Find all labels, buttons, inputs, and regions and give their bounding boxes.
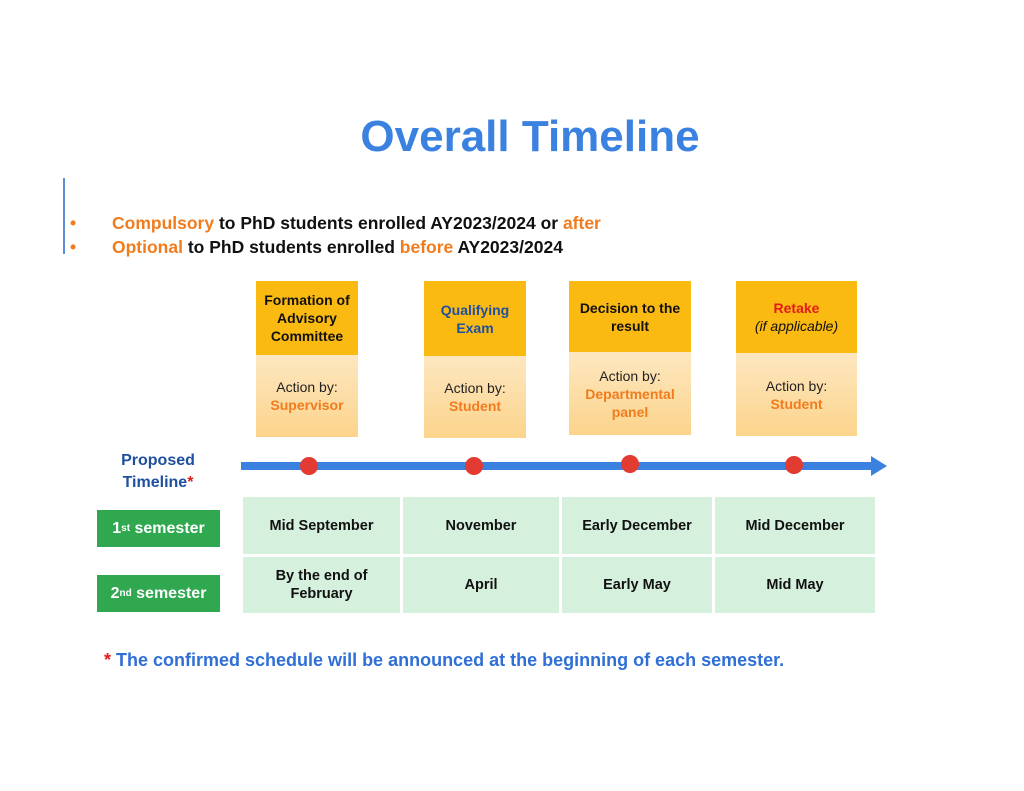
action-label: Action by: <box>276 379 338 395</box>
schedule-cell: Mid December <box>715 497 875 554</box>
actor-name: Student <box>448 398 502 414</box>
page-title: Overall Timeline <box>360 112 700 161</box>
action-label: Action by: <box>765 377 828 394</box>
actor-name: panel <box>611 403 649 420</box>
proposed-line: Timeline* <box>108 472 208 494</box>
timeline-arrow <box>241 455 887 476</box>
step-heading: Formation of Advisory Committee <box>256 281 358 355</box>
semester-suffix: nd <box>119 588 132 599</box>
schedule-cell: Mid September <box>243 497 400 554</box>
bullet-emphasis: after <box>562 212 601 233</box>
step-heading: Qualifying Exam <box>424 281 526 356</box>
milestone-dot <box>465 457 483 475</box>
step-qualifying-exam: Qualifying Exam Action by: Student <box>424 281 526 438</box>
milestone-dot <box>300 457 318 475</box>
proposed-timeline-label: Proposed Timeline* <box>108 450 208 494</box>
step-heading-line: Committee <box>270 328 344 344</box>
step-action: Action by: Student <box>424 356 526 438</box>
step-heading-line: Exam <box>456 319 494 336</box>
accent-bar <box>63 178 65 254</box>
bullet-lead: Optional <box>112 236 183 257</box>
step-heading-line: Retake <box>773 300 820 316</box>
proposed-line-text: Timeline <box>122 474 188 491</box>
milestone-dot <box>621 455 639 473</box>
actor-name: Student <box>770 395 823 412</box>
actor-name: Supervisor <box>270 397 344 413</box>
step-heading-line: Decision to the <box>579 299 681 316</box>
schedule-cell: By the end of February <box>243 557 400 613</box>
eligibility-bullets: • Compulsory to PhD students enrolled AY… <box>70 211 601 259</box>
bullet-end: AY2023/2024 <box>453 236 563 257</box>
step-heading-line: Advisory <box>277 310 337 326</box>
step-heading: Decision to the result <box>569 281 691 352</box>
step-action: Action by: Supervisor <box>256 355 358 437</box>
step-heading-note: (if applicable) <box>754 318 839 334</box>
semester-ordinal: 2 <box>110 584 120 602</box>
step-action: Action by: Student <box>736 353 857 436</box>
step-heading-line: Qualifying <box>440 301 510 318</box>
bullet-lead: Compulsory <box>112 212 215 233</box>
step-heading-line: result <box>610 317 650 334</box>
schedule-cell: April <box>403 557 559 613</box>
step-heading: Retake (if applicable) <box>736 281 857 353</box>
semester-ordinal: 1 <box>112 519 122 537</box>
footnote: * The confirmed schedule will be announc… <box>104 650 784 671</box>
bullet-emphasis: before <box>399 236 454 257</box>
actor-name: Departmental <box>585 385 675 402</box>
schedule-cell: Early May <box>562 557 712 613</box>
semester-text: semester <box>131 584 207 602</box>
semester-text: semester <box>130 519 205 537</box>
bullet-marker: • <box>70 236 77 257</box>
schedule-cell: November <box>403 497 559 554</box>
step-heading-line: Formation of <box>264 292 350 308</box>
asterisk: * <box>104 650 112 670</box>
bullet-compulsory: • Compulsory to PhD students enrolled AY… <box>70 211 601 235</box>
proposed-line: Proposed <box>121 452 195 469</box>
timeline-bar <box>241 462 873 470</box>
bullet-text: to PhD students enrolled <box>182 236 400 257</box>
milestone-dot <box>785 456 803 474</box>
semester-suffix: st <box>121 523 131 534</box>
action-label: Action by: <box>444 380 506 396</box>
schedule-cell: Mid May <box>715 557 875 613</box>
asterisk: * <box>187 474 194 491</box>
step-retake: Retake (if applicable) Action by: Studen… <box>736 281 857 436</box>
step-decision: Decision to the result Action by: Depart… <box>569 281 691 435</box>
bullet-optional: • Optional to PhD students enrolled befo… <box>70 235 601 259</box>
bullet-text: to PhD students enrolled AY2023/2024 or <box>214 212 563 233</box>
action-label: Action by: <box>599 367 661 384</box>
step-advisory-committee: Formation of Advisory Committee Action b… <box>256 281 358 437</box>
footnote-text: The confirmed schedule will be announced… <box>111 650 785 670</box>
schedule-cell: Early December <box>562 497 712 554</box>
step-action: Action by: Departmental panel <box>569 352 691 435</box>
timeline-arrowhead <box>871 456 887 476</box>
bullet-marker: • <box>70 212 77 233</box>
